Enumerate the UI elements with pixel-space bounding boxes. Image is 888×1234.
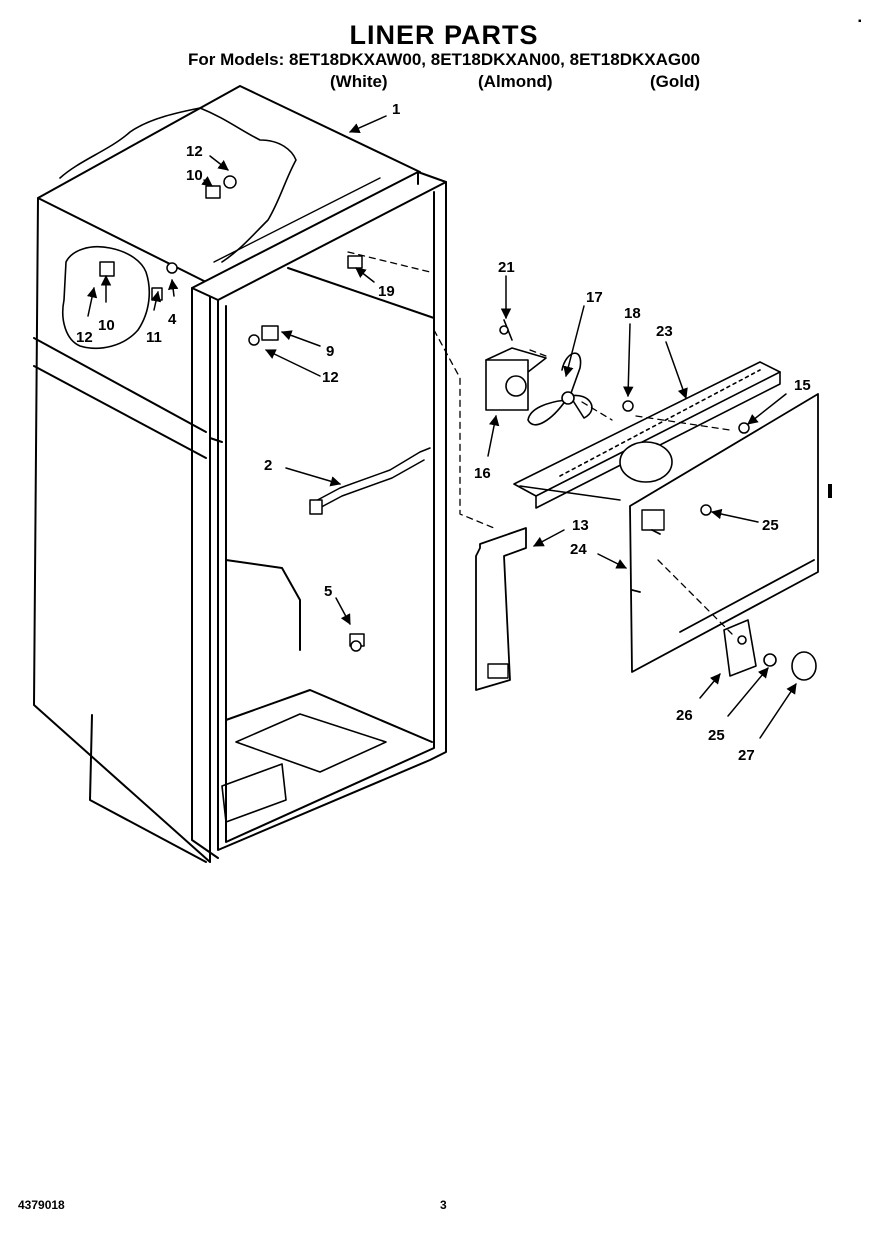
cabinet-fasteners <box>99 175 431 652</box>
screws <box>622 400 750 516</box>
air-diffuser <box>475 527 527 691</box>
callout-25-lower: 25 <box>708 727 725 744</box>
callout-15: 15 <box>794 377 811 394</box>
air-duct-grille <box>513 361 781 509</box>
callout-19: 19 <box>378 283 395 300</box>
callout-10-top: 10 <box>186 167 203 184</box>
fan-motor-assembly <box>485 319 547 411</box>
color-white: (White) <box>330 72 388 91</box>
callout-1: 1 <box>392 101 400 118</box>
callout-23: 23 <box>656 323 673 340</box>
callout-9: 9 <box>326 343 334 360</box>
callout-12-left: 12 <box>76 329 93 346</box>
callout-21: 21 <box>498 259 515 276</box>
color-almond: (Almond) <box>478 72 553 91</box>
color-gold: (Gold) <box>650 72 701 91</box>
callout-10-left: 10 <box>98 317 115 334</box>
callout-2: 2 <box>264 457 272 474</box>
page-number: 3 <box>440 1198 447 1212</box>
callout-24: 24 <box>570 541 587 558</box>
callout-4: 4 <box>168 311 177 328</box>
callout-12-top: 12 <box>186 143 203 160</box>
callout-12-mid: 12 <box>322 369 339 386</box>
callout-18: 18 <box>624 305 641 322</box>
callout-16: 16 <box>474 465 491 482</box>
callout-13: 13 <box>572 517 589 534</box>
callout-25-upper: 25 <box>762 517 779 534</box>
document-number: 4379018 <box>18 1198 65 1212</box>
evaporator-cover <box>629 393 832 673</box>
callout-27: 27 <box>738 747 755 764</box>
callout-5: 5 <box>324 583 332 600</box>
liner-front-frame <box>191 171 447 859</box>
page-title: LINER PARTS <box>349 20 539 50</box>
model-list: For Models: 8ET18DKXAW00, 8ET18DKXAN00, … <box>187 50 701 69</box>
callout-17: 17 <box>586 289 603 306</box>
callout-11: 11 <box>146 329 162 346</box>
leader-arrows <box>86 115 797 739</box>
corner-mark-icon: ▪ <box>858 16 862 27</box>
assembly-lines <box>347 251 733 635</box>
callout-26: 26 <box>676 707 693 724</box>
control-plate-and-knob <box>723 619 817 681</box>
